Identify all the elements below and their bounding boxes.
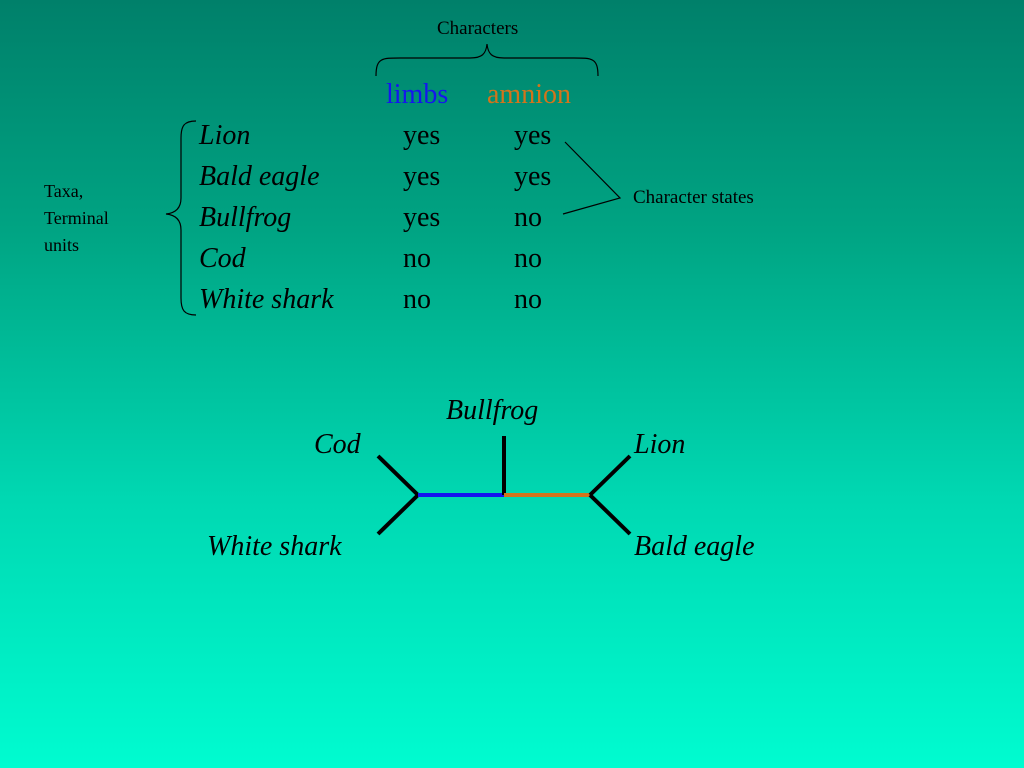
character-states-bracket xyxy=(562,141,622,215)
limbs-state: no xyxy=(403,284,431,315)
taxa-label-line: Terminal xyxy=(44,208,109,228)
column-header-amnion: amnion xyxy=(487,79,571,110)
taxon-name: Cod xyxy=(199,243,246,274)
taxa-brace xyxy=(165,120,197,316)
taxon-name: Bald eagle xyxy=(199,161,320,192)
tree-label-bald-eagle: Bald eagle xyxy=(634,531,755,562)
amnion-state: yes xyxy=(514,161,552,192)
amnion-state: no xyxy=(514,284,542,315)
taxa-label-line: Taxa, xyxy=(44,181,84,201)
taxon-name: White shark xyxy=(199,284,334,315)
column-header-limbs: limbs xyxy=(386,79,449,110)
tree-branch-cod xyxy=(376,454,420,497)
characters-label: Characters xyxy=(437,18,519,39)
tree-branch-white-shark xyxy=(376,493,420,536)
characters-brace xyxy=(375,43,599,77)
amnion-state: no xyxy=(514,202,542,233)
limbs-state: yes xyxy=(403,202,441,233)
taxon-name: Bullfrog xyxy=(199,202,292,233)
limbs-state: yes xyxy=(403,161,441,192)
amnion-state: yes xyxy=(514,120,552,151)
limbs-state: yes xyxy=(403,120,441,151)
character-states-label: Character states xyxy=(633,187,754,208)
taxon-name: Lion xyxy=(199,120,251,151)
tree-label-cod: Cod xyxy=(314,429,361,460)
taxa-label: Taxa, Terminal units xyxy=(44,178,109,259)
tree-branch-bald-eagle xyxy=(588,493,632,536)
amnion-state: no xyxy=(514,243,542,274)
phylogenetic-tree xyxy=(376,436,632,536)
tree-label-bullfrog: Bullfrog xyxy=(446,395,539,426)
tree-label-white-shark: White shark xyxy=(207,531,342,562)
taxa-label-line: units xyxy=(44,235,80,255)
limbs-state: no xyxy=(403,243,431,274)
tree-branch-lion xyxy=(588,454,632,497)
tree-label-lion: Lion xyxy=(634,429,686,460)
